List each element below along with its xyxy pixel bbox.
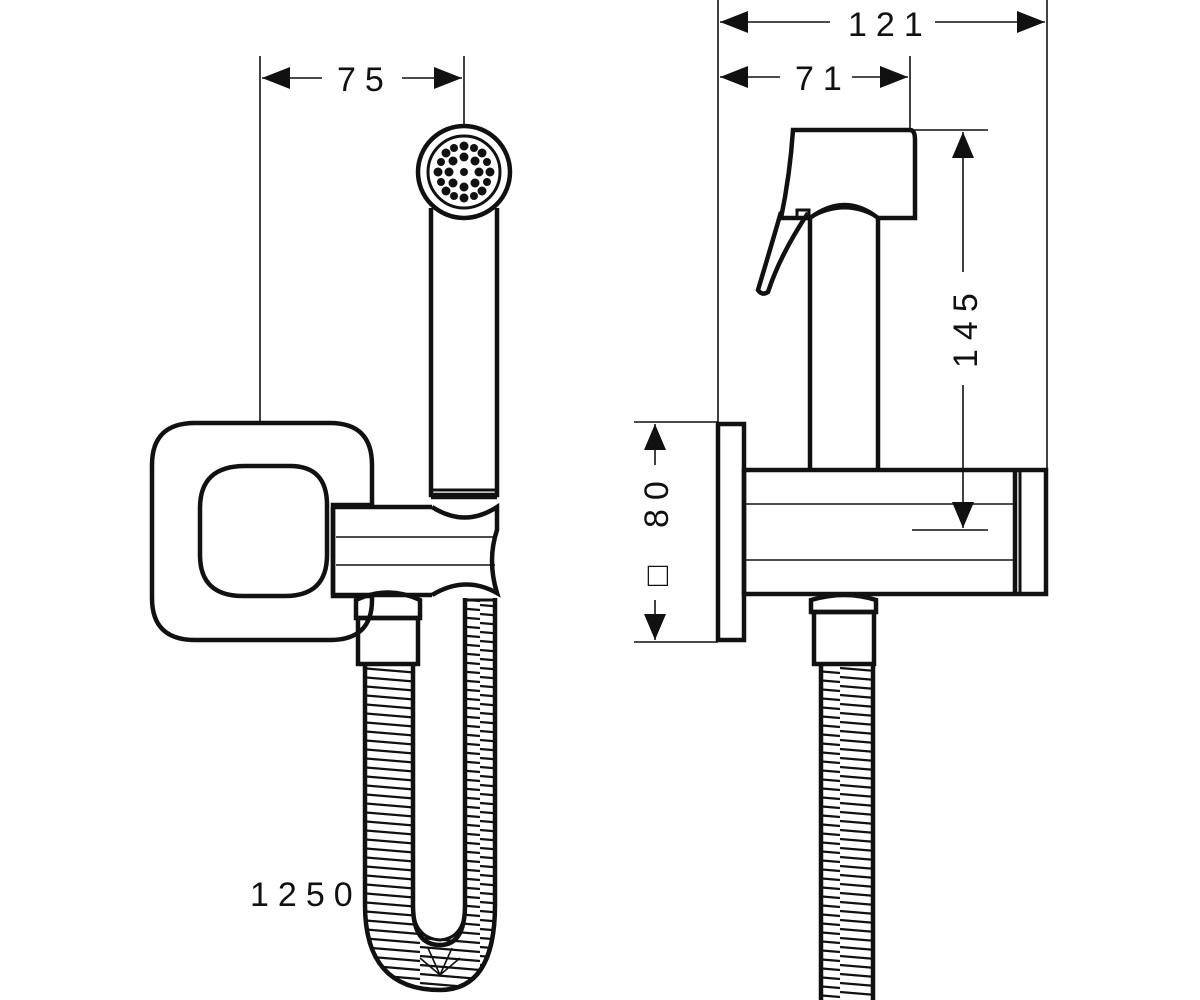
hose-side xyxy=(818,664,876,1000)
handset-front xyxy=(415,123,513,500)
dimension-label-71: 71 xyxy=(795,60,851,98)
side-view: 121 71 145 80 xyxy=(634,0,1049,1000)
spray-nozzles xyxy=(433,141,495,203)
dimension-plate-size: 80 □ xyxy=(634,421,718,643)
handset-side xyxy=(755,127,918,470)
hose-length-label: 1250 xyxy=(250,876,362,914)
handset-holder-side xyxy=(741,467,1049,597)
hose-front xyxy=(362,598,498,993)
trigger-lever xyxy=(755,211,810,296)
wall-plate-inner xyxy=(197,463,330,599)
hose-connector-side xyxy=(808,592,879,667)
wall-plate-outer xyxy=(149,420,375,643)
dimension-handset-height: 145 xyxy=(912,129,988,531)
plate-square-symbol: □ xyxy=(638,556,676,586)
dimension-handset-depth: 71 xyxy=(720,56,911,128)
dimension-label-145: 145 xyxy=(947,284,985,368)
dimension-label-75: 75 xyxy=(337,61,393,99)
handset-holder xyxy=(330,502,501,598)
dimension-label-80: 80 xyxy=(638,472,676,528)
dimension-handset-offset: 75 xyxy=(259,56,465,425)
dimension-total-depth: 121 xyxy=(717,0,1048,468)
wall-plate-side xyxy=(715,421,747,643)
dimension-label-121: 121 xyxy=(848,6,932,44)
front-view: 75 xyxy=(149,56,513,993)
